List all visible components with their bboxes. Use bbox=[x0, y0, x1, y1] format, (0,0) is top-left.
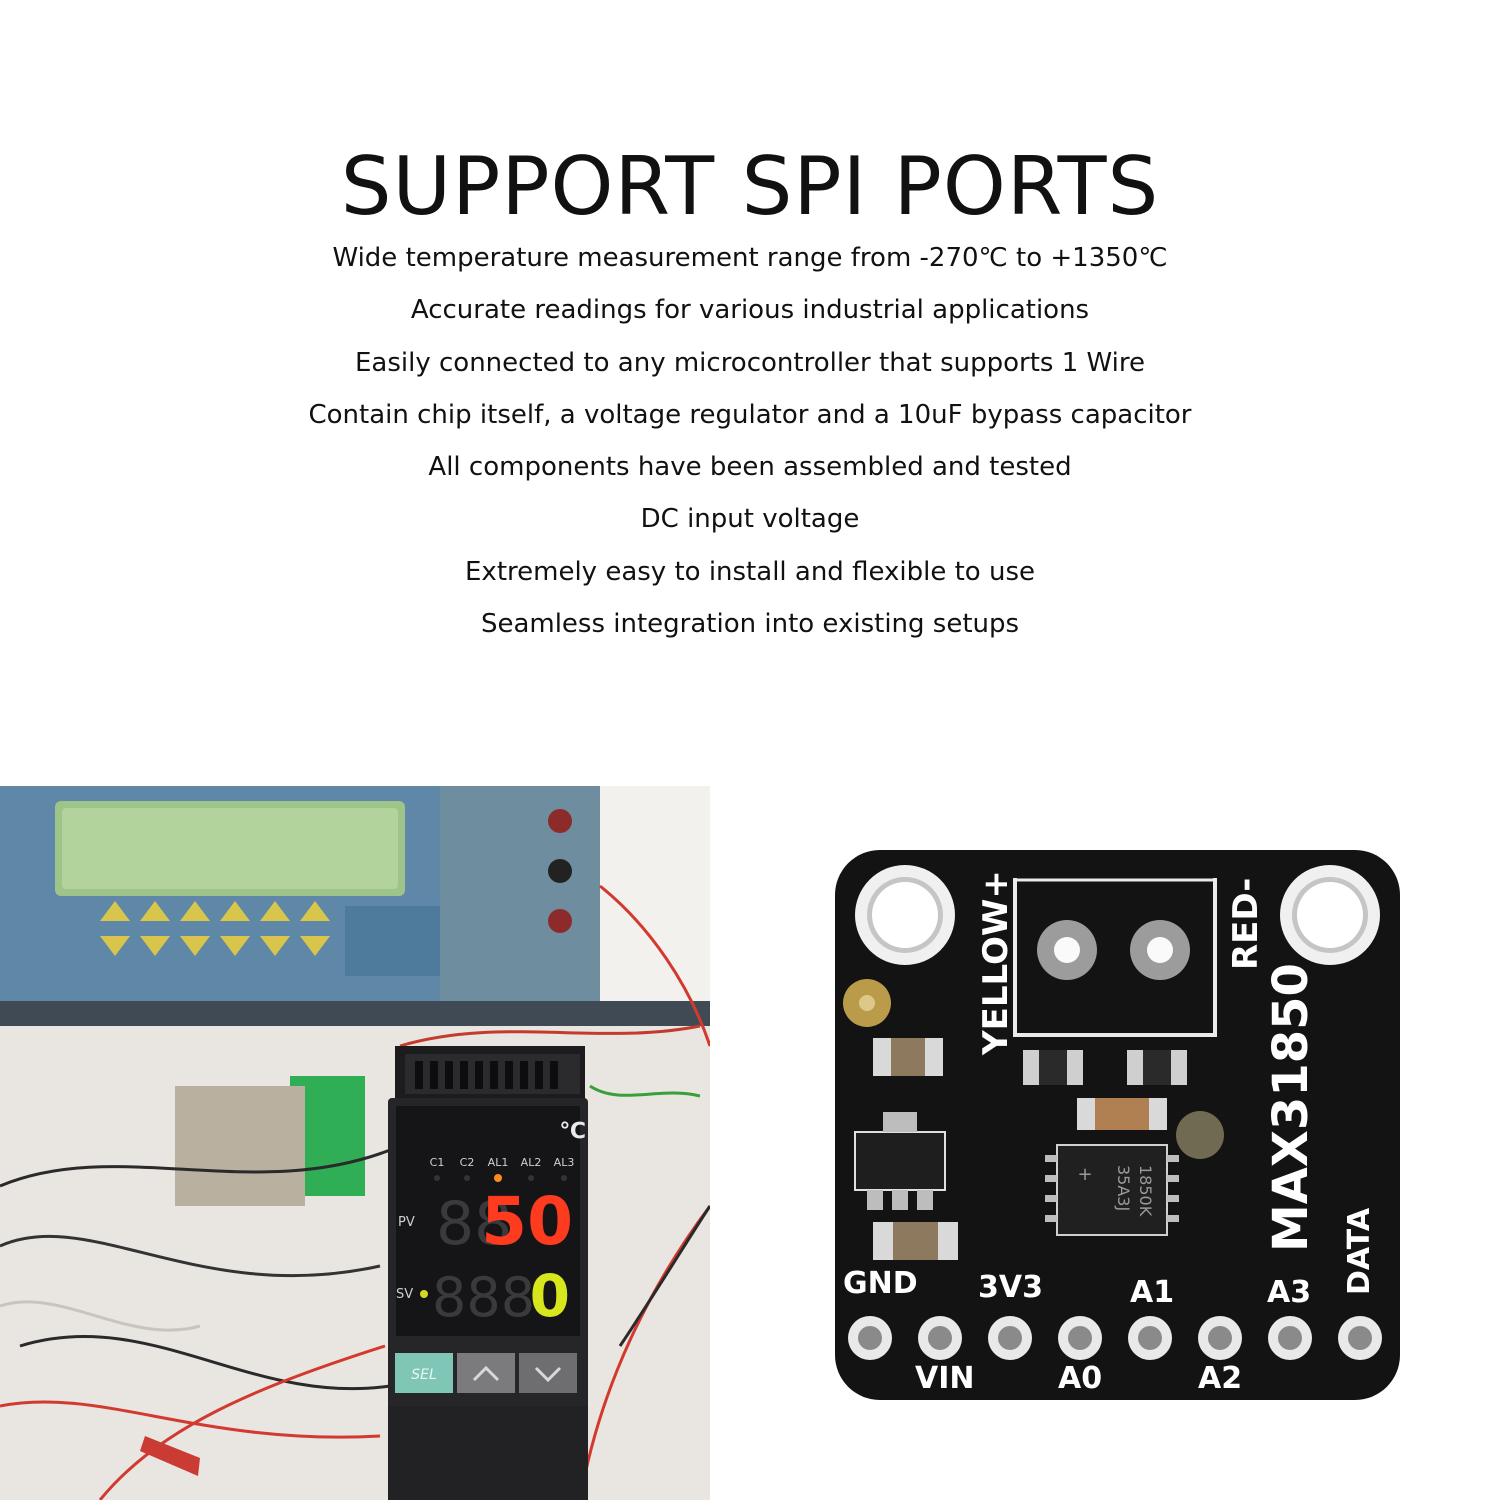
feature-item: DC input voltage bbox=[640, 504, 860, 535]
controller-photo-illustration: ℃ C1 C2 AL1 AL2 AL3 PV 88 50 SV 888 0 SE… bbox=[0, 786, 710, 1500]
sv-led-icon bbox=[420, 1290, 428, 1298]
feature-item: Wide temperature measurement range from … bbox=[332, 243, 1168, 273]
feature-item: Extremely easy to install and flexible t… bbox=[465, 556, 1035, 587]
pin-label: 3V3 bbox=[978, 1270, 1043, 1305]
pin-label: VIN bbox=[915, 1361, 975, 1396]
pin-label: A3 bbox=[1267, 1275, 1311, 1310]
breakout-board-illustration: YELLOW+ RED- MAX31850 bbox=[835, 850, 1400, 1400]
page-title: SUPPORT SPI PORTS bbox=[340, 140, 1160, 233]
indicator-label: C2 bbox=[460, 1156, 475, 1169]
pin-label-data: DATA bbox=[1342, 1207, 1377, 1295]
controller-photo: ℃ C1 C2 AL1 AL2 AL3 PV 88 50 SV 888 0 SE… bbox=[0, 786, 710, 1500]
sel-button[interactable] bbox=[395, 1353, 453, 1393]
ic-marking-line1: 1850K bbox=[1136, 1165, 1155, 1217]
chevron-up-icon bbox=[472, 1365, 500, 1382]
pin-label: GND bbox=[843, 1266, 918, 1301]
pv-readout: 50 bbox=[481, 1183, 573, 1260]
down-button[interactable] bbox=[519, 1353, 577, 1393]
pin-label: A0 bbox=[1058, 1361, 1102, 1396]
indicator-label: AL2 bbox=[521, 1156, 542, 1169]
up-button[interactable] bbox=[457, 1353, 515, 1393]
alarm-led-icon bbox=[494, 1174, 502, 1182]
svg-text:88: 88 bbox=[436, 1189, 512, 1259]
indicator-label: C1 bbox=[430, 1156, 445, 1169]
feature-item: Easily connected to any microcontroller … bbox=[355, 347, 1145, 378]
pin-label: A1 bbox=[1130, 1275, 1174, 1310]
sv-label: SV bbox=[396, 1287, 413, 1302]
board-photo: YELLOW+ RED- MAX31850 bbox=[795, 820, 1445, 1420]
red-terminal-label: RED- bbox=[1226, 878, 1266, 970]
chevron-down-icon bbox=[534, 1366, 562, 1383]
feature-item: Seamless integration into existing setup… bbox=[480, 609, 1020, 640]
chip-name: MAX31850 bbox=[1263, 963, 1319, 1252]
sel-button-label: SEL bbox=[411, 1367, 437, 1383]
svg-text:888: 888 bbox=[432, 1266, 535, 1329]
pv-label: PV bbox=[398, 1215, 415, 1230]
feature-list: Wide temperature measurement range from … bbox=[0, 236, 1500, 654]
pin-label: A2 bbox=[1198, 1361, 1242, 1396]
sv-readout: 0 bbox=[530, 1262, 570, 1330]
feature-item: All components have been assembled and t… bbox=[428, 452, 1072, 483]
yellow-terminal-label: YELLOW+ bbox=[976, 870, 1016, 1056]
feature-item: Accurate readings for various industrial… bbox=[410, 295, 1090, 326]
feature-item: Contain chip itself, a voltage regulator… bbox=[308, 399, 1192, 430]
unit-label: ℃ bbox=[559, 1119, 586, 1144]
indicator-label: AL3 bbox=[554, 1156, 575, 1169]
ic-marking-line2: 35A3J bbox=[1114, 1165, 1133, 1211]
indicator-label: AL1 bbox=[488, 1156, 509, 1169]
ic-polarity-mark: + bbox=[1077, 1164, 1092, 1185]
